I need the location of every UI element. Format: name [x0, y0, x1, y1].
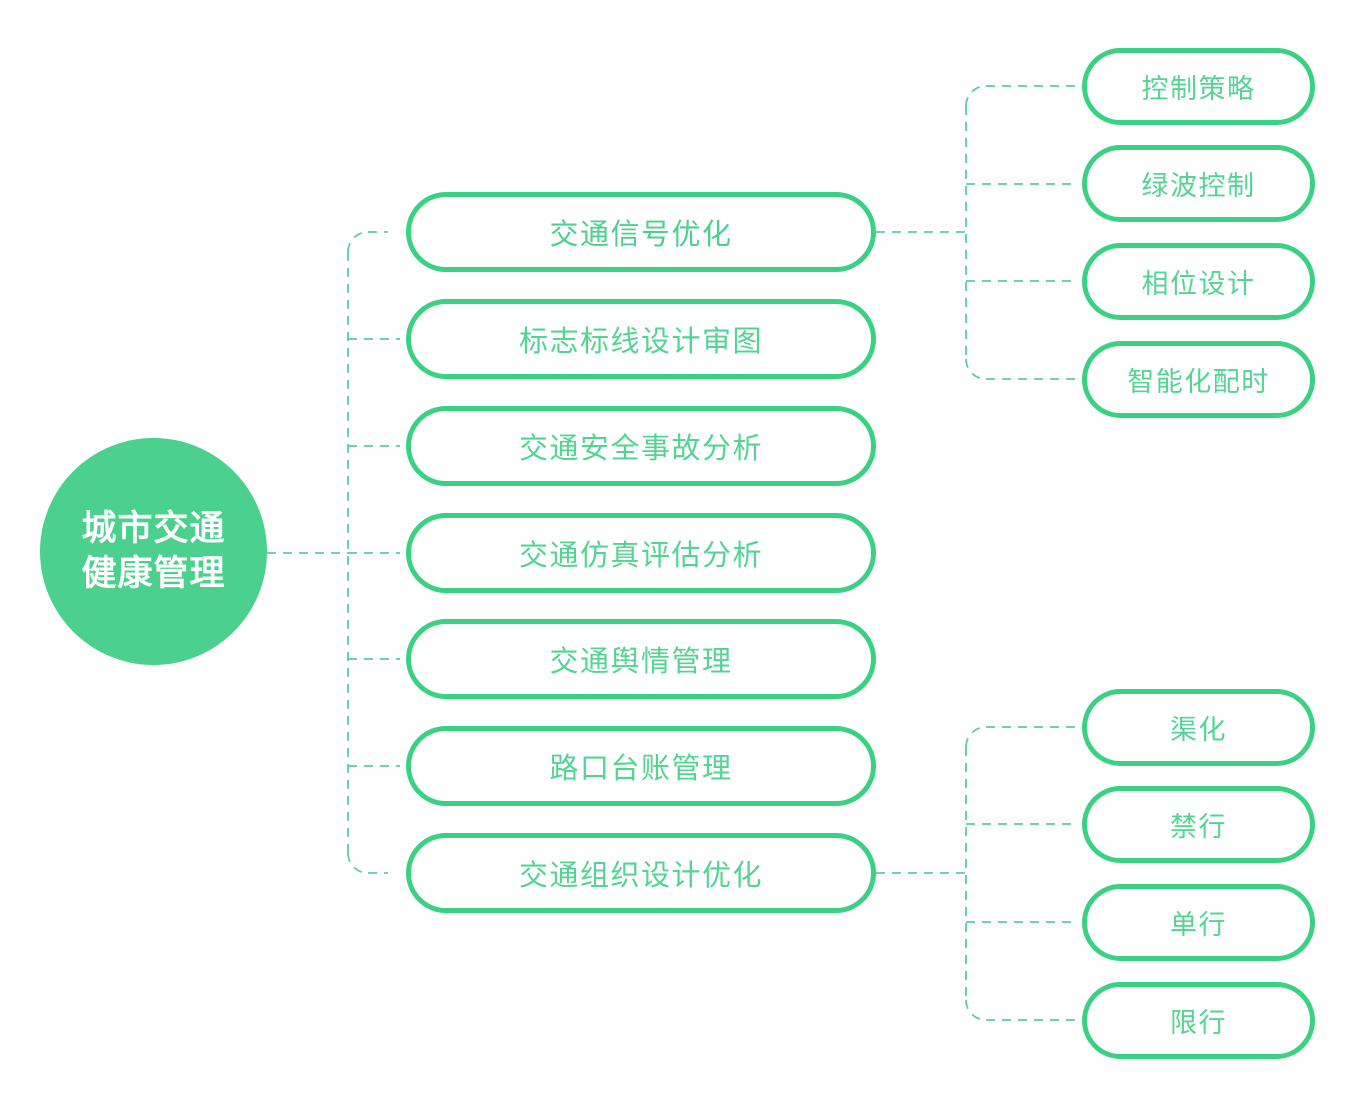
primary-node-label: 路口台账管理 [549, 753, 733, 785]
wire-branch-b-corner-bottom [965, 999, 987, 1021]
primary-node-label: 标志标线设计审图 [518, 326, 763, 358]
primary-node-label: 交通信号优化 [549, 219, 733, 251]
primary-node-label: 交通仿真评估分析 [518, 540, 763, 572]
wire-branch-b-corner-top [965, 726, 987, 748]
secondary-node-label: 渠化 [1170, 715, 1227, 745]
wire-spine-corner-top [347, 231, 369, 253]
secondary-node-label: 限行 [1170, 1008, 1227, 1038]
primary-node-label: 交通舆情管理 [549, 646, 733, 678]
secondary-node-one-way[interactable]: 单行 [1082, 884, 1315, 961]
secondary-node-label: 控制策略 [1141, 74, 1256, 104]
secondary-node-label: 绿波控制 [1141, 171, 1256, 201]
secondary-node-green-wave-control[interactable]: 绿波控制 [1082, 145, 1315, 222]
hub-label-line-1: 城市交通 [81, 508, 226, 548]
secondary-node-label: 智能化配时 [1127, 367, 1270, 397]
secondary-node-channelization[interactable]: 渠化 [1082, 689, 1315, 766]
secondary-node-intelligent-timing[interactable]: 智能化配时 [1082, 341, 1315, 418]
wire-spine-corner-bottom [347, 852, 369, 874]
primary-node-traffic-signal-optimization[interactable]: 交通信号优化 [406, 192, 876, 272]
hub-node[interactable]: 城市交通 健康管理 [40, 438, 267, 665]
secondary-node-phase-design[interactable]: 相位设计 [1082, 243, 1315, 320]
primary-node-traffic-organization-design-optimization[interactable]: 交通组织设计优化 [406, 833, 876, 913]
secondary-node-label: 相位设计 [1141, 269, 1256, 299]
hub-label-line-2: 健康管理 [81, 553, 226, 593]
wire-branch-a-corner-top [965, 85, 987, 107]
secondary-node-label: 单行 [1170, 910, 1227, 940]
secondary-node-label: 禁行 [1170, 812, 1227, 842]
wire-branch-a-corner-bottom [965, 358, 987, 380]
secondary-node-traffic-restriction[interactable]: 限行 [1082, 982, 1315, 1059]
secondary-node-no-entry[interactable]: 禁行 [1082, 786, 1315, 863]
primary-node-sign-marking-design-review[interactable]: 标志标线设计审图 [406, 299, 876, 379]
primary-node-traffic-public-opinion-management[interactable]: 交通舆情管理 [406, 619, 876, 699]
primary-node-label: 交通安全事故分析 [518, 433, 763, 465]
primary-node-traffic-safety-accident-analysis[interactable]: 交通安全事故分析 [406, 406, 876, 486]
primary-node-traffic-simulation-evaluation[interactable]: 交通仿真评估分析 [406, 513, 876, 593]
primary-node-label: 交通组织设计优化 [518, 860, 763, 892]
secondary-node-control-strategy[interactable]: 控制策略 [1082, 48, 1315, 125]
primary-node-intersection-ledger-management[interactable]: 路口台账管理 [406, 726, 876, 806]
